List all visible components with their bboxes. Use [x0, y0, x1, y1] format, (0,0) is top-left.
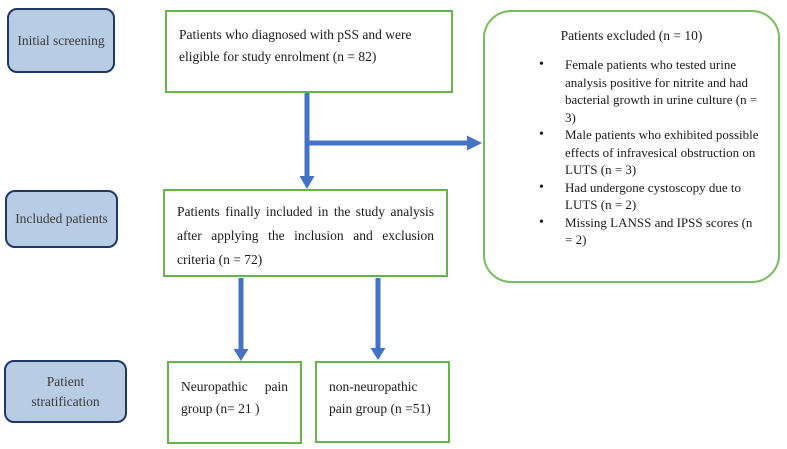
exclusion-item-infravesical-obstruction: Male patients who exhibited possible eff…	[539, 126, 762, 179]
exclusion-box: Patients excluded (n = 10) Female patien…	[483, 10, 780, 283]
arrowhead-included-to-non-neuropathic	[370, 348, 386, 360]
exclusion-item-urine-culture: Female patients who tested urine analysi…	[539, 56, 762, 126]
exclusion-title: Patients excluded (n = 10)	[560, 28, 703, 43]
stage-box-initial-screening: Initial screening	[7, 8, 115, 73]
arrowhead-enrolled-to-included	[299, 176, 315, 189]
flow-box-neuropathic-group: Neuropathic pain group (n= 21 )	[167, 361, 302, 444]
flow-box-non-neuropathic-group: non-neuropathic pain group (n =51)	[315, 361, 450, 443]
stage-box-included-patients: Included patients	[5, 190, 118, 248]
exclusion-item-cystoscopy: Had undergone cystoscopy due to LUTS (n …	[539, 179, 762, 214]
flow-box-included-analysis: Patients finally included in the study a…	[163, 189, 448, 277]
arrowhead-included-to-neuropathic	[233, 349, 249, 361]
stage-box-patient-stratification: Patient stratification	[4, 360, 127, 423]
exclusion-list: Female patients who tested urine analysi…	[485, 56, 778, 249]
arrowhead-branch-to-exclusion	[467, 135, 482, 151]
exclusion-item-missing-scores: Missing LANSS and IPSS scores (n = 2)	[539, 214, 762, 249]
flow-box-enrolled: Patients who diagnosed with pSS and were…	[165, 10, 453, 93]
